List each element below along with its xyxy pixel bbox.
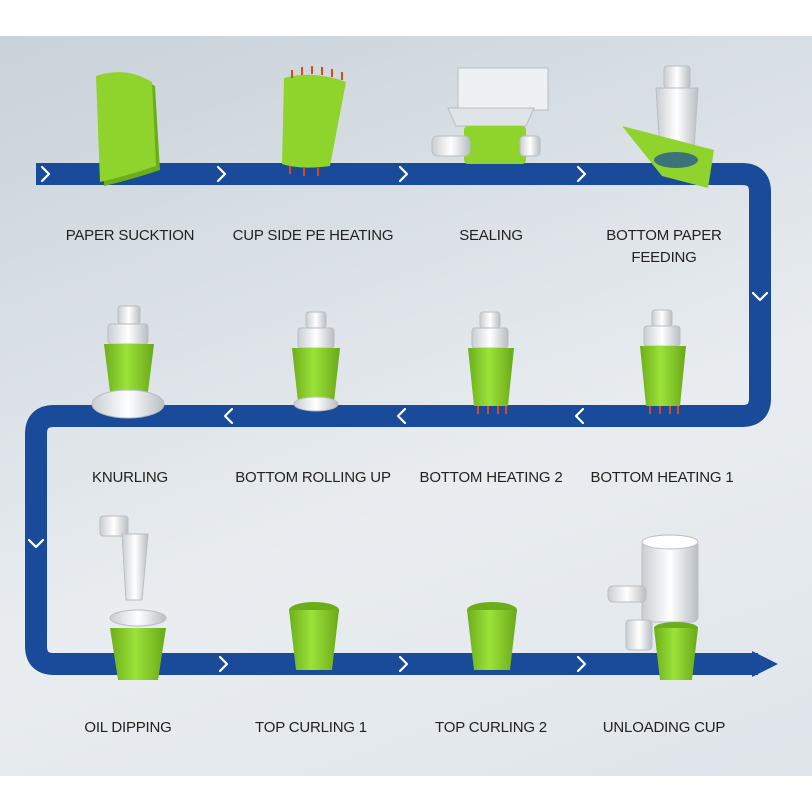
heated-cup-icon [640,309,686,414]
heated-paper-icon [282,66,346,176]
cup-icon [289,602,339,670]
step-label-bottom-paper-feeding: BOTTOM PAPER FEEDING [606,227,722,266]
heated-cup-icon [468,311,514,414]
chevron-down-icon [751,291,769,302]
chevron-right-icon [398,165,409,183]
step-label-knurling: KNURLING [92,469,168,486]
chevron-right-icon [40,165,51,183]
rolling-cup-icon [292,311,340,412]
paper-stack-icon [96,72,160,186]
step-label-bottom-rolling-up: BOTTOM ROLLING UP [235,469,391,486]
step-label-paper-suction: PAPER SUCKTION [65,227,195,244]
chevron-left-icon [574,407,585,425]
step-label-unloading-cup: UNLOADING CUP [602,719,726,736]
bottom-feed-icon [622,65,714,188]
step-label-bottom-heating-1: BOTTOM HEATING 1 [590,469,734,486]
chevron-left-icon [223,407,234,425]
step-label-cup-side-pe-heating: CUP SIDE PE HEATING [232,227,394,244]
chevron-down-icon [27,538,45,549]
step-label-sealing: SEALING [459,227,523,244]
cup-icon [467,602,517,670]
knurling-cup-icon [91,305,165,419]
chevron-right-icon [576,655,587,673]
oil-dipping-icon [99,515,167,680]
step-label-top-curling-1: TOP CURLING 1 [255,719,367,736]
step-label-top-curling-2: TOP CURLING 2 [435,719,547,736]
chevron-right-icon [216,165,227,183]
chevron-right-icon [398,655,409,673]
chevron-right-icon [576,165,587,183]
sealer-icon [431,67,549,164]
chevron-left-icon [396,407,407,425]
unloading-cup-icon [607,534,699,680]
track-end-arrowhead [752,651,778,677]
step-label-oil-dipping: OIL DIPPING [84,719,172,736]
chevron-right-icon [218,655,229,673]
step-label-bottom-heating-2: BOTTOM HEATING 2 [419,469,563,486]
